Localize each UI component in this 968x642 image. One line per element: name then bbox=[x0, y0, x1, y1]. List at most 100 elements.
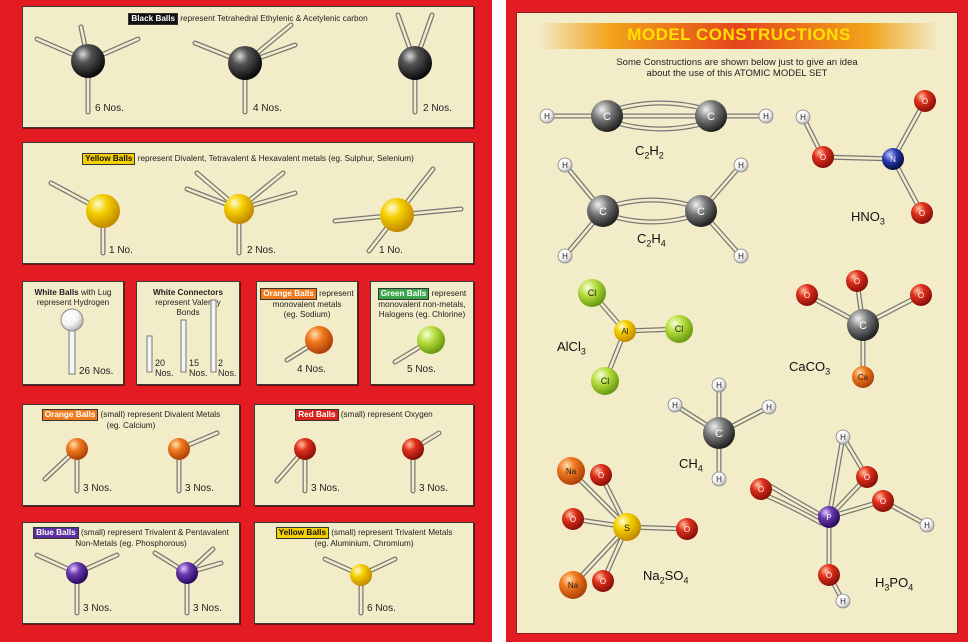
yellow-balls-illustration bbox=[48, 166, 464, 256]
yellow-count-2: 2 Nos. bbox=[247, 245, 276, 256]
orange-small-caption: Orange Balls (small) represent Divalent … bbox=[23, 409, 239, 431]
formula-c2h2: C2H2 bbox=[635, 143, 664, 161]
svg-text:N: N bbox=[890, 155, 896, 164]
svg-text:O: O bbox=[600, 577, 606, 586]
svg-text:Na: Na bbox=[568, 581, 579, 590]
subtitle: Some Constructions are shown below just … bbox=[616, 57, 858, 79]
svg-text:C: C bbox=[859, 320, 867, 332]
svg-text:H: H bbox=[544, 112, 550, 121]
red-small-count-1: 3 Nos. bbox=[311, 483, 340, 494]
svg-text:H: H bbox=[672, 401, 678, 410]
svg-text:H: H bbox=[763, 112, 769, 121]
svg-text:P: P bbox=[826, 513, 831, 522]
svg-text:O: O bbox=[826, 571, 832, 580]
svg-text:H: H bbox=[766, 403, 772, 412]
svg-text:H: H bbox=[800, 113, 806, 122]
black-count-3: 2 Nos. bbox=[423, 103, 452, 114]
orange-ball-illustration bbox=[284, 326, 333, 363]
orange-small-panel: Orange Balls (small) represent Divalent … bbox=[22, 404, 240, 506]
alcl3-atoms bbox=[578, 279, 693, 395]
red-small-count-2: 3 Nos. bbox=[419, 483, 448, 494]
svg-text:O: O bbox=[922, 97, 928, 106]
black-balls-panel: Black Balls represent Tetrahedral Ethyle… bbox=[22, 6, 474, 128]
svg-text:O: O bbox=[864, 473, 870, 482]
red-small-caption: Red Balls (small) represent Oxygen bbox=[255, 409, 473, 421]
yellow-small-panel: Yellow Balls (small) represent Trivalent… bbox=[254, 522, 474, 624]
svg-text:O: O bbox=[820, 153, 826, 162]
svg-text:O: O bbox=[758, 485, 764, 494]
black-balls-illustration bbox=[34, 12, 435, 115]
yellow-balls-caption: Yellow Balls represent Divalent, Tetrava… bbox=[23, 153, 473, 165]
svg-text:C: C bbox=[603, 111, 611, 123]
svg-text:H: H bbox=[738, 252, 744, 261]
formula-na2so4: Na2SO4 bbox=[643, 568, 689, 586]
blue-small-caption: Blue Balls (small) represent Trivalent &… bbox=[23, 527, 239, 549]
svg-text:O: O bbox=[854, 277, 860, 286]
ch4-atoms bbox=[667, 377, 777, 487]
h3po4-atoms bbox=[750, 429, 935, 609]
white-balls-count: 26 Nos. bbox=[79, 366, 114, 377]
svg-text:H: H bbox=[716, 475, 722, 484]
black-count-2: 4 Nos. bbox=[253, 103, 282, 114]
yellow-small-caption: Yellow Balls (small) represent Trivalent… bbox=[255, 527, 473, 549]
atom-letters: H C C H H H H H C C H O N O O Cl Cl Cl A… bbox=[544, 97, 930, 606]
yellow-count-1: 1 No. bbox=[109, 245, 133, 256]
black-count-1: 6 Nos. bbox=[95, 103, 124, 114]
hno3-atoms bbox=[795, 90, 936, 224]
svg-text:C: C bbox=[599, 206, 607, 218]
svg-text:C: C bbox=[707, 111, 715, 123]
formula-caco3: CaCO3 bbox=[789, 359, 831, 377]
orange-small-count-1: 3 Nos. bbox=[83, 483, 112, 494]
svg-text:H: H bbox=[738, 161, 744, 170]
svg-text:H: H bbox=[924, 521, 930, 530]
svg-text:O: O bbox=[684, 525, 690, 534]
blue-small-count-2: 3 Nos. bbox=[193, 603, 222, 614]
page-title: MODEL CONSTRUCTIONS bbox=[627, 25, 851, 44]
formula-c2h4: C2H4 bbox=[637, 231, 666, 249]
svg-text:Cl: Cl bbox=[675, 324, 684, 334]
na2so4-atoms bbox=[557, 457, 698, 599]
black-balls-caption: Black Balls represent Tetrahedral Ethyle… bbox=[23, 13, 473, 25]
svg-text:Cl: Cl bbox=[588, 288, 597, 298]
white-ball-illustration bbox=[60, 308, 84, 375]
svg-text:H: H bbox=[840, 433, 846, 442]
svg-text:O: O bbox=[919, 209, 925, 218]
orange-small-illustration bbox=[42, 430, 220, 494]
green-balls-count: 5 Nos. bbox=[407, 364, 436, 375]
svg-text:O: O bbox=[918, 291, 924, 300]
blue-small-count-1: 3 Nos. bbox=[83, 603, 112, 614]
svg-text:O: O bbox=[880, 497, 886, 506]
svg-text:O: O bbox=[570, 515, 576, 524]
svg-text:H: H bbox=[562, 161, 568, 170]
orange-small-count-2: 3 Nos. bbox=[185, 483, 214, 494]
caco3-atoms bbox=[796, 270, 932, 388]
svg-text:H: H bbox=[840, 597, 846, 606]
svg-text:H: H bbox=[562, 252, 568, 261]
c2h4-atoms bbox=[557, 157, 749, 264]
red-small-panel: Red Balls (small) represent Oxygen 3 Nos… bbox=[254, 404, 474, 506]
formula-alcl3: AlCl3 bbox=[557, 339, 586, 357]
molecule-models-illustration: H C C H H H H H C C H O N O O Cl Cl Cl A… bbox=[539, 90, 936, 609]
yellow-small-illustration bbox=[322, 556, 398, 616]
svg-text:Cl: Cl bbox=[601, 376, 610, 386]
bond-outlines bbox=[544, 98, 930, 604]
svg-text:O: O bbox=[598, 471, 604, 480]
svg-text:S: S bbox=[624, 523, 630, 533]
svg-text:Na: Na bbox=[566, 467, 577, 476]
connectors-illustration bbox=[146, 299, 217, 373]
svg-text:H: H bbox=[716, 381, 722, 390]
yellow-count-3: 1 No. bbox=[379, 245, 403, 256]
yellow-small-count: 6 Nos. bbox=[367, 603, 396, 614]
svg-text:O: O bbox=[804, 291, 810, 300]
svg-text:Al: Al bbox=[621, 327, 628, 336]
c2h2-atoms bbox=[539, 100, 774, 132]
blue-small-illustration bbox=[34, 546, 224, 616]
svg-text:Ca: Ca bbox=[858, 373, 869, 382]
